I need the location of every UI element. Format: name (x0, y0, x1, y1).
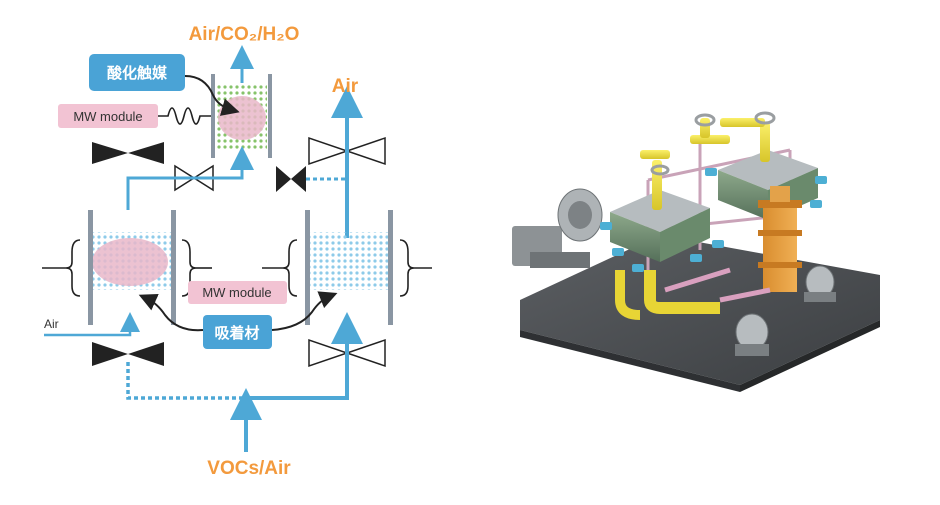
flow-bottom-dotted (126, 362, 246, 400)
valve-top-left (92, 142, 164, 164)
adsorber-right (262, 210, 432, 325)
flow-bottom-solid (246, 312, 363, 400)
adsorbent-pointer-right (271, 291, 338, 331)
oxidation-catalyst-tag (89, 54, 185, 91)
adsorbent-pointer-left (138, 293, 204, 332)
valve-small-right (276, 166, 306, 192)
adsorber-left-wall-right (171, 210, 176, 325)
catalyst-wall-left (211, 74, 215, 158)
valve-bottom-left (92, 342, 164, 366)
blower-bottom (735, 265, 836, 356)
pink-piping (664, 267, 771, 303)
apparatus-render (500, 97, 891, 397)
catalyst-pointer (184, 75, 240, 116)
adsorber-left-wall-left (88, 210, 93, 325)
air-left-label: Air (44, 317, 59, 331)
adsorber-left-heated-zone (92, 238, 168, 286)
mw-wave (158, 107, 211, 125)
valve-bottom-right (308, 338, 386, 368)
catalyst-wall-right (268, 74, 272, 158)
flow-left-to-catalyst (126, 146, 254, 210)
mw-module-mid-tag (188, 281, 287, 304)
catalyst-heated-zone (218, 96, 266, 140)
blower-left (512, 188, 603, 268)
adsorber-left-bracket-left (65, 239, 81, 297)
catalyst-column (211, 74, 272, 158)
adsorber-right-wall-left (305, 210, 310, 325)
adsorber-right-bed (310, 232, 390, 290)
outlet-top-label: Air/CO₂/H₂O (189, 24, 300, 45)
valve-wheels (650, 111, 776, 176)
process-diagram: 酸化触媒 MW module (42, 24, 432, 479)
mw-module-top-tag (58, 104, 158, 128)
base-plate-edge (520, 330, 740, 392)
adsorber-left (42, 210, 212, 325)
oxidation-catalyst-label: 酸化触媒 (107, 64, 168, 82)
adsorbent-label: 吸着材 (214, 324, 259, 342)
blue-fittings (600, 168, 827, 272)
adsorber-right-wall-right (388, 210, 393, 325)
adsorbent-tag (203, 315, 272, 349)
air-left-flow (44, 312, 140, 337)
base-plate-edge-right (740, 320, 880, 392)
orange-reactor (758, 186, 802, 292)
valve-top-right (308, 136, 386, 166)
outlet-right-label: Air (332, 76, 359, 97)
adsorber-right-bracket-right (399, 239, 415, 297)
mw-module-mid-label: MW module (202, 285, 271, 300)
yellow-piping (615, 118, 770, 320)
inlet-label: VOCs/Air (207, 458, 291, 479)
mw-module-top-label: MW module (73, 109, 142, 124)
reactor-module-left (610, 190, 710, 262)
